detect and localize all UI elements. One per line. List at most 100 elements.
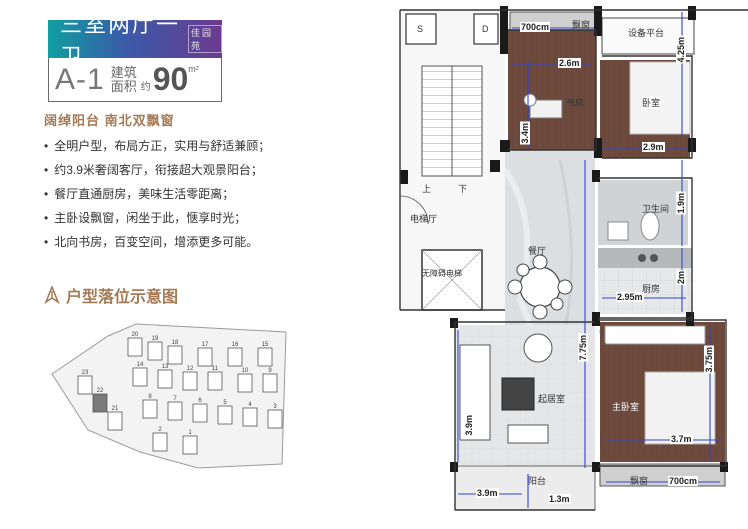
- room-label-dining: 餐厅: [528, 246, 547, 256]
- site-building-number: 21: [112, 406, 119, 412]
- feature-list: 全明户型，布局方正，实用与舒适兼顾； 约3.9米奢阔客厅，衔接超大观景阳台； 餐…: [44, 134, 270, 254]
- feature-item: 北向书房，百变空间，增添更多可能。: [44, 230, 270, 254]
- site-building: [192, 403, 208, 423]
- tv-cabinet: [507, 424, 549, 444]
- site-building: [207, 371, 223, 391]
- dim-dining-depth: 7.75m: [578, 334, 588, 362]
- coffee-table: [501, 377, 535, 411]
- dim-study-depth: 3.4m: [520, 122, 530, 145]
- site-building-number: 11: [212, 366, 219, 372]
- site-building: [227, 347, 243, 367]
- stair-down-label: 下: [458, 184, 468, 194]
- location-title: 户型落位示意图: [66, 289, 179, 306]
- room-label-living: 起居室: [538, 394, 566, 404]
- site-building: [77, 375, 93, 395]
- site-building-number: 7: [173, 396, 177, 402]
- site-building: [152, 432, 168, 452]
- room-label-kitchen: 厨房: [642, 284, 661, 294]
- shaft-s-label: S: [417, 24, 424, 34]
- site-building-number: 23: [82, 370, 89, 376]
- area-label: 建筑面积: [110, 64, 137, 94]
- site-building: [217, 405, 233, 425]
- location-title-row: 户型落位示意图: [44, 283, 178, 307]
- site-building: [182, 435, 198, 455]
- shaft-d-label: D: [482, 24, 489, 34]
- site-building: [167, 401, 183, 421]
- room-label-bay-window-bottom: 飘窗: [630, 476, 649, 486]
- room-label-bathroom: 卫生间: [642, 204, 670, 214]
- site-building-number: 18: [172, 340, 179, 346]
- dim-kitchen-depth: 2m: [676, 270, 686, 286]
- site-building: [237, 373, 253, 393]
- site-building: [132, 367, 148, 387]
- site-building: [157, 369, 173, 389]
- feature-item: 约3.9米奢阔客厅，衔接超大观景阳台；: [44, 158, 270, 182]
- highlight-text: 阔绰阳台 南北双飘窗: [44, 113, 175, 128]
- site-building-number: 22: [97, 388, 104, 394]
- room-label-bay-window-top: 飘窗: [572, 20, 591, 30]
- site-building-number: 1: [188, 430, 192, 436]
- area-value: 90: [152, 61, 189, 97]
- site-building-number: 3: [273, 404, 277, 410]
- room-label-balcony: 阳台: [528, 476, 547, 486]
- site-building: [107, 411, 123, 431]
- site-building: [267, 409, 283, 429]
- room-label-master-bedroom: 主卧室: [612, 402, 640, 412]
- layout-title: 三室两厅一卫: [60, 12, 181, 69]
- feature-item: 餐厅直通厨房，美味生活零距离；: [44, 182, 270, 206]
- room-label-bedroom: 卧室: [642, 96, 661, 109]
- dim-master-width: 3.7m: [670, 434, 693, 444]
- site-building-number: 6: [198, 398, 202, 404]
- site-building-number: 8: [148, 394, 152, 400]
- site-building-number: 2: [158, 427, 162, 433]
- study-desk: [529, 99, 563, 119]
- dim-bath-depth: 1.9m: [676, 192, 686, 215]
- site-building-number: 4: [248, 402, 252, 408]
- dim-balcony-width: 3.9m: [476, 488, 499, 498]
- feature-item: 全明户型，布局方正，实用与舒适兼顾；: [44, 134, 270, 158]
- site-building: [242, 407, 258, 427]
- site-building-number: 19: [152, 336, 159, 342]
- dim-study-width: 2.6m: [558, 58, 581, 68]
- site-building: [127, 337, 143, 357]
- stair-up-label: 上: [422, 184, 432, 194]
- site-building: [147, 341, 163, 361]
- model-code: A-1: [55, 62, 105, 96]
- site-building: [197, 347, 213, 367]
- dim-bedroom-width: 2.9m: [642, 142, 665, 152]
- site-building-number: 5: [223, 400, 227, 406]
- floor-plan: 书房 卧室 设备平台 飘窗 卫生间 厨房 餐厅 起居室 主卧室 阳台 飘窗 电梯…: [380, 0, 748, 529]
- room-label-equipment-platform: 设备平台: [628, 28, 665, 38]
- dim-living-depth: 3.9m: [464, 414, 474, 437]
- site-building: [262, 373, 278, 393]
- location-logo-icon: [44, 286, 60, 304]
- room-label-study: 书房: [566, 98, 585, 108]
- site-building-number: 9: [268, 368, 272, 374]
- room-label-elevator-hall: 电梯厅: [410, 214, 438, 224]
- site-building-number: 20: [132, 332, 139, 338]
- site-building-number: 12: [187, 366, 194, 372]
- master-bed: [644, 371, 716, 445]
- site-building-number: 15: [262, 342, 269, 348]
- layout-title-banner: 三室两厅一卫 佳园苑: [48, 12, 222, 69]
- site-building: [182, 371, 198, 391]
- bay-window-bottom: [599, 463, 726, 487]
- room-label-accessible-elevator: 无障碍电梯: [422, 269, 462, 278]
- site-building-number: 13: [162, 364, 169, 370]
- area-about: 约: [140, 82, 151, 93]
- dim-bay-bottom: 700cm: [668, 476, 699, 486]
- project-badge: 佳园苑: [188, 25, 222, 53]
- model-area-row: A-1 建筑面积 约 90 m²: [48, 58, 222, 102]
- area-unit: m²: [188, 64, 199, 74]
- dim-master-depth: 3.75m: [704, 346, 714, 374]
- site-building: [167, 345, 183, 365]
- site-building: [142, 399, 158, 419]
- site-building-number: 17: [202, 342, 209, 348]
- dim-kitchen-width: 2.95m: [616, 292, 644, 302]
- site-building-number: 14: [137, 362, 144, 368]
- dim-bedroom-depth: 4.25m: [676, 36, 686, 64]
- site-building: [92, 393, 108, 413]
- site-buildings: [77, 337, 283, 455]
- site-building-number: 10: [242, 368, 249, 374]
